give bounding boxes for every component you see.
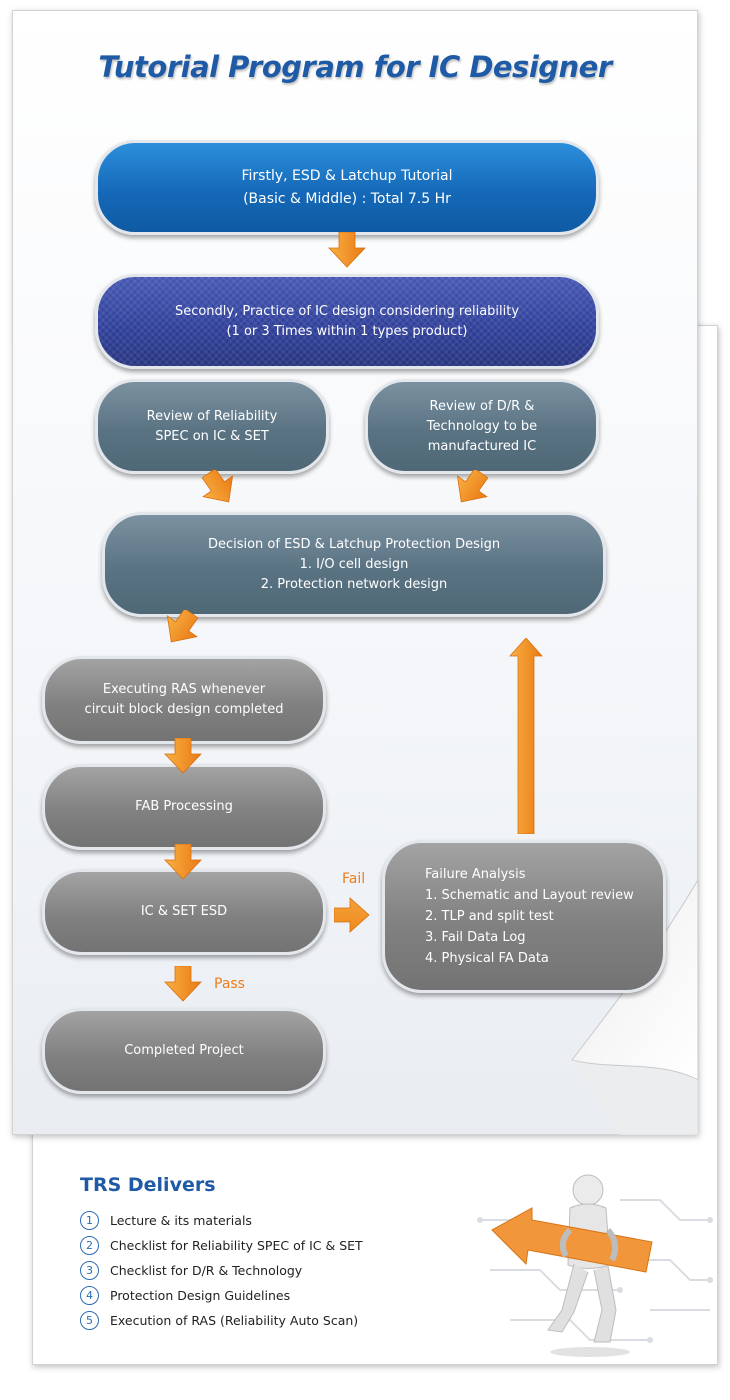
page-title: Tutorial Program for IC Designer — [98, 50, 612, 84]
delivers-item: 1 Lecture & its materials — [80, 1210, 252, 1230]
arrow-down-esd-to-completed — [164, 966, 202, 1002]
node-fab-processing-label: FAB Processing — [135, 799, 233, 814]
arrow-decision-to-executing-ras — [166, 610, 199, 643]
delivers-item-number: 1 — [80, 1210, 99, 1230]
delivers-item-text: Protection Design Guidelines — [110, 1287, 291, 1303]
delivers-item: 4 Protection Design Guidelines — [80, 1285, 290, 1305]
delivers-title: TRS Delivers — [80, 1174, 216, 1196]
arrow-review-dr-to-decision — [456, 470, 489, 503]
node-review-reliability-spec-label: Review of Reliability SPEC on IC & SET — [146, 408, 278, 444]
delivers-item-text: Checklist for D/R & Technology — [110, 1262, 303, 1278]
node-ic-set-esd-label: IC & SET ESD — [140, 904, 228, 919]
figure-carrying-arrow-illustration — [477, 1174, 713, 1357]
arrow-down-tutorial-to-practice — [328, 232, 366, 268]
node-completed-project-label: Completed Project — [124, 1043, 244, 1058]
node-fab-processing: FAB Processing — [42, 764, 326, 850]
node-completed-project: Completed Project — [42, 1008, 326, 1094]
arrow-down-fab-to-esd — [164, 844, 202, 880]
arrow-up-failure-analysis-to-decision — [509, 638, 543, 834]
delivers-item: 5 Execution of RAS (Reliability Auto Sca… — [80, 1310, 358, 1330]
delivers-item-number: 5 — [80, 1310, 99, 1330]
delivers-item-text: Lecture & its materials — [110, 1212, 252, 1228]
delivers-item: 2 Checklist for Reliability SPEC of IC &… — [80, 1235, 363, 1255]
delivers-item-number: 4 — [80, 1285, 99, 1305]
node-failure-analysis-label: Failure Analysis 1. Schematic and Layout… — [425, 867, 634, 966]
delivers-item-number: 3 — [80, 1260, 99, 1280]
arrow-right-esd-to-failure-analysis — [334, 897, 370, 933]
node-ic-set-esd: IC & SET ESD — [42, 869, 326, 955]
arrow-review-reliability-to-decision — [201, 470, 234, 503]
delivers-item-text: Execution of RAS (Reliability Auto Scan) — [110, 1312, 359, 1328]
node-failure-analysis: Failure Analysis 1. Schematic and Layout… — [382, 840, 666, 993]
delivers-item-number: 2 — [80, 1235, 99, 1255]
node-review-reliability-spec: Review of Reliability SPEC on IC & SET — [95, 379, 329, 474]
node-executing-ras: Executing RAS whenever circuit block des… — [42, 656, 326, 744]
node-review-dr-technology: Review of D/R & Technology to be manufac… — [365, 379, 599, 474]
node-esd-latchup-tutorial: Firstly, ESD & Latchup Tutorial (Basic &… — [95, 140, 599, 235]
node-practice-ic-design: Secondly, Practice of IC design consider… — [95, 274, 599, 369]
node-decision-protection-design-label: Decision of ESD & Latchup Protection Des… — [207, 536, 501, 592]
node-decision-protection-design: Decision of ESD & Latchup Protection Des… — [102, 512, 606, 617]
node-review-dr-technology-label: Review of D/R & Technology to be manufac… — [426, 398, 538, 454]
arrow-down-ras-to-fab — [164, 738, 202, 774]
node-practice-ic-design-label: Secondly, Practice of IC design consider… — [174, 303, 520, 339]
node-executing-ras-label: Executing RAS whenever circuit block des… — [84, 682, 284, 717]
delivers-item: 3 Checklist for D/R & Technology — [80, 1260, 302, 1280]
label-pass: Pass — [214, 976, 245, 992]
node-esd-latchup-tutorial-label: Firstly, ESD & Latchup Tutorial (Basic &… — [241, 167, 453, 207]
label-fail: Fail — [342, 871, 366, 887]
delivers-item-text: Checklist for Reliability SPEC of IC & S… — [110, 1237, 363, 1253]
